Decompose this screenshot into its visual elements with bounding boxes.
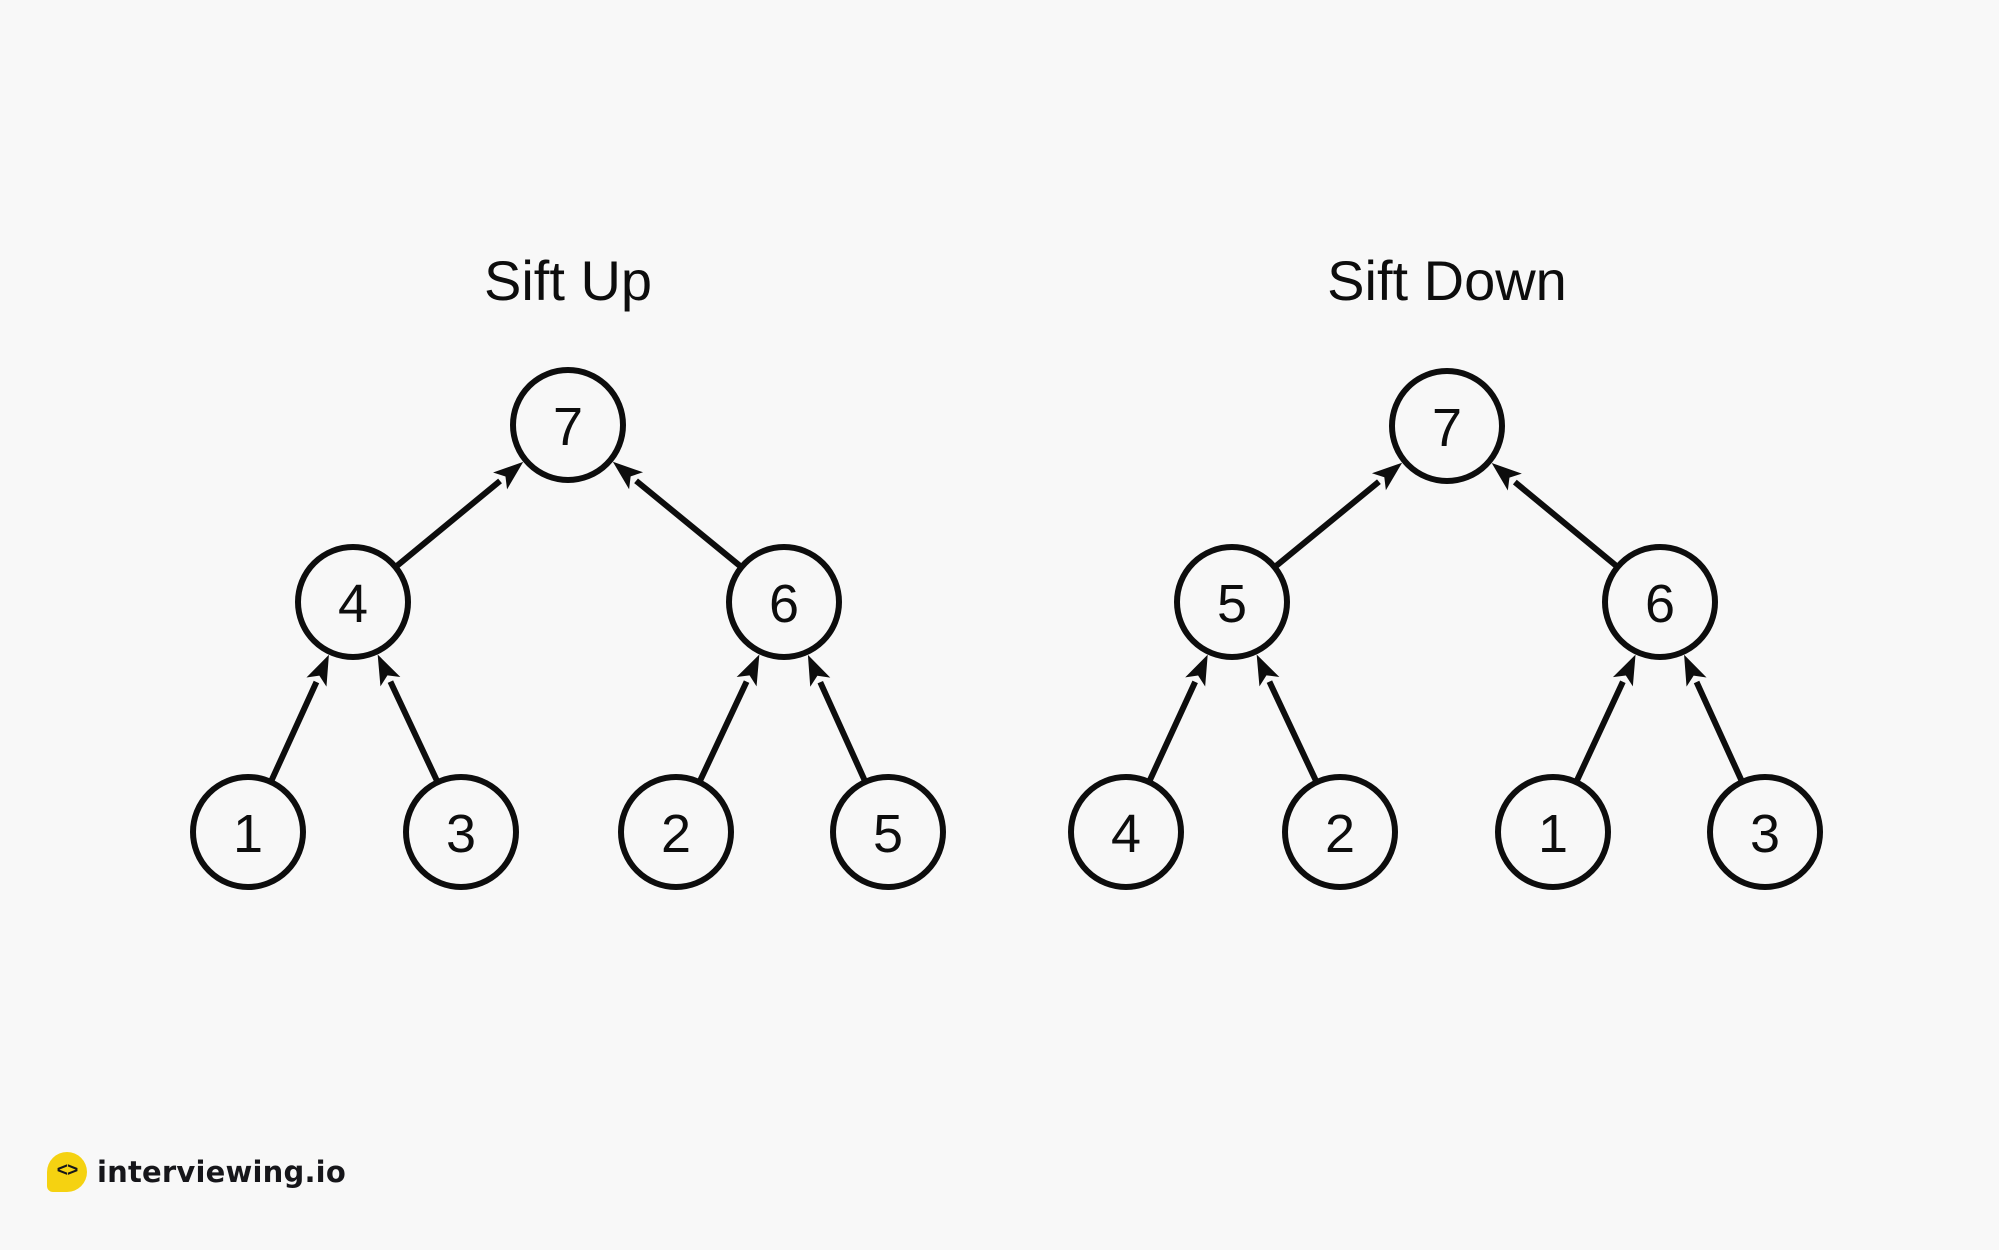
tree-node[interactable]: 2 [618,774,734,890]
node-label: 5 [1217,574,1247,634]
arrow-head [306,654,329,687]
tree-node[interactable]: 2 [1282,774,1398,890]
tree-diagram: Sift Down 7 5 6 4 2 1 3 [1068,249,1823,890]
tree-node[interactable]: 5 [1174,544,1290,660]
node-circle [1707,774,1823,890]
node-label: 3 [446,804,476,864]
node-label: 6 [1645,574,1675,634]
arrow-head [1185,654,1208,687]
code-glyph: <> [56,1160,79,1182]
node-circle [510,367,626,483]
arrow-head [1612,654,1636,687]
node-label: 4 [1111,804,1141,864]
arrow-head [807,654,831,687]
node-circle [726,544,842,660]
node-circle [190,774,306,890]
arrow-head [493,461,524,490]
tree-node[interactable]: 7 [1389,368,1505,484]
edges-group [1147,462,1745,782]
node-label: 5 [873,804,903,864]
node-label: 3 [1750,804,1780,864]
edge-arrow [1684,654,1745,782]
arrow-head [1684,654,1707,687]
edge-arrow [1274,462,1403,569]
code-bubble-icon: <> [47,1152,87,1192]
node-circle [295,544,411,660]
edge-arrow [807,654,868,782]
edge-arrow [1491,462,1618,569]
node-label: 7 [1432,398,1462,458]
node-label: 7 [553,397,583,457]
node-circle [830,774,946,890]
tree-node[interactable]: 3 [1707,774,1823,890]
node-label: 2 [1325,804,1355,864]
arrow-head [1256,654,1280,687]
node-circle [1389,368,1505,484]
tree-node[interactable]: 4 [295,544,411,660]
tree-node[interactable]: 5 [830,774,946,890]
node-circle [618,774,734,890]
edge-arrow [395,461,524,569]
tree-node[interactable]: 3 [403,774,519,890]
node-label: 2 [661,804,691,864]
node-circle [1068,774,1184,890]
edge-arrow [697,654,760,782]
arrow-head [1371,462,1403,491]
diagrams-layer: Sift Up 7 4 6 1 3 2 5 Sift Down 7 5 6 4 2 1 3 [190,249,1823,890]
tree-node[interactable]: 4 [1068,774,1184,890]
node-label: 1 [233,804,263,864]
edges-group [268,461,868,782]
edge-arrow [1256,654,1319,782]
node-circle [1602,544,1718,660]
bubble-shape [47,1152,87,1192]
node-circle [1174,544,1290,660]
arrow-head [612,461,644,490]
node-label: 4 [338,574,368,634]
tree-diagram: Sift Up 7 4 6 1 3 2 5 [190,249,946,890]
tree-node[interactable]: 1 [190,774,306,890]
interviewing-io-logo[interactable]: <> interviewing.io [47,1152,346,1192]
node-circle [403,774,519,890]
logo-wordmark: interviewing.io [97,1155,346,1189]
node-circle [1495,774,1611,890]
arrow-head [1491,462,1522,491]
diagram-title: Sift Up [484,249,652,312]
node-label: 6 [769,574,799,634]
tree-node[interactable]: 7 [510,367,626,483]
node-circle [1282,774,1398,890]
tree-node[interactable]: 1 [1495,774,1611,890]
edge-arrow [1147,654,1208,782]
tree-node[interactable]: 6 [726,544,842,660]
arrow-head [736,654,760,687]
node-label: 1 [1538,804,1568,864]
edge-arrow [377,654,440,782]
tree-node[interactable]: 6 [1602,544,1718,660]
edge-arrow [268,654,329,782]
arrow-head [377,654,401,687]
diagram-title: Sift Down [1327,249,1567,312]
edge-arrow [612,461,742,569]
edge-arrow [1574,654,1636,782]
